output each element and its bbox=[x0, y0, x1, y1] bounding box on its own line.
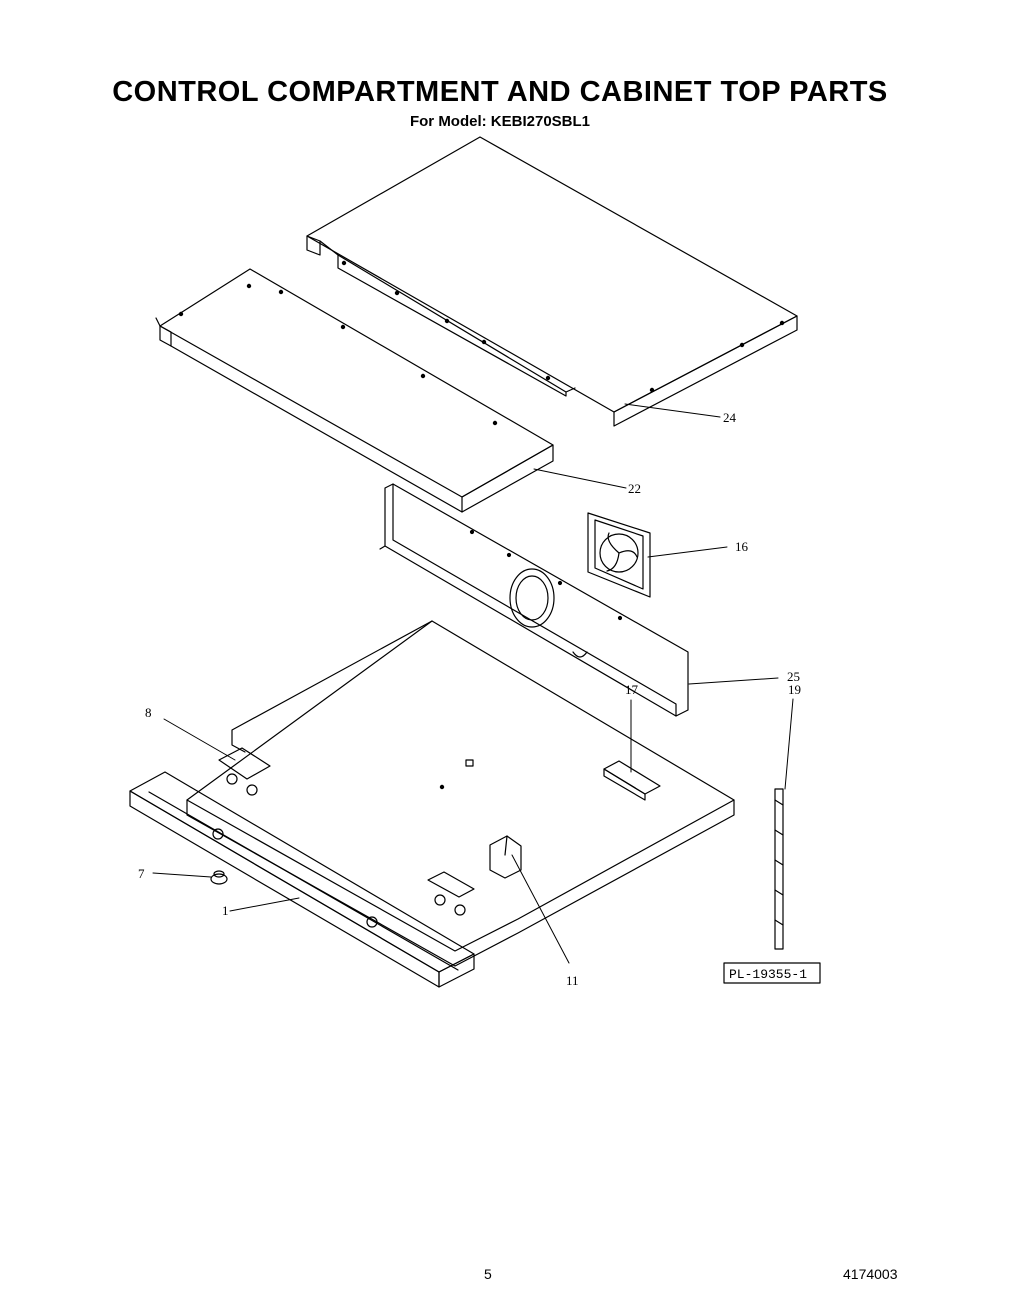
page-title: CONTROL COMPARTMENT AND CABINET TOP PART… bbox=[112, 76, 888, 108]
control-compartment-base bbox=[186, 620, 735, 967]
part-7-clip bbox=[210, 870, 228, 885]
callout-22: 22 bbox=[628, 481, 641, 496]
callout-8: 8 bbox=[145, 705, 152, 720]
callout-16: 16 bbox=[735, 539, 749, 554]
leader-lines bbox=[152, 403, 794, 964]
reference-box: PL-19355-1 bbox=[723, 962, 821, 984]
callout-labels: 24 22 16 25 19 8 17 7 1 11 bbox=[138, 410, 801, 988]
part-25-panel-backer bbox=[379, 483, 689, 717]
part-24-cabinet-top bbox=[306, 136, 798, 427]
page-number: 5 bbox=[484, 1266, 492, 1282]
part-11-transformer bbox=[489, 835, 522, 879]
document-number: 4174003 bbox=[843, 1266, 898, 1282]
callout-17: 17 bbox=[625, 682, 639, 697]
part-17-terminal-block bbox=[603, 760, 661, 795]
callout-24: 24 bbox=[723, 410, 737, 425]
callout-11: 11 bbox=[566, 973, 579, 988]
reference-label: PL-19355-1 bbox=[729, 967, 807, 982]
model-subtitle: For Model: KEBI270SBL1 bbox=[409, 113, 591, 130]
part-22-control-cover bbox=[155, 268, 554, 513]
part-8-bracket bbox=[218, 747, 271, 780]
callout-19: 19 bbox=[788, 682, 801, 697]
part-16-fan bbox=[587, 512, 651, 598]
part-19-threaded-rod bbox=[774, 788, 784, 950]
callout-7: 7 bbox=[138, 866, 145, 881]
callout-1: 1 bbox=[222, 903, 229, 918]
callout-25: 25 bbox=[787, 669, 800, 684]
